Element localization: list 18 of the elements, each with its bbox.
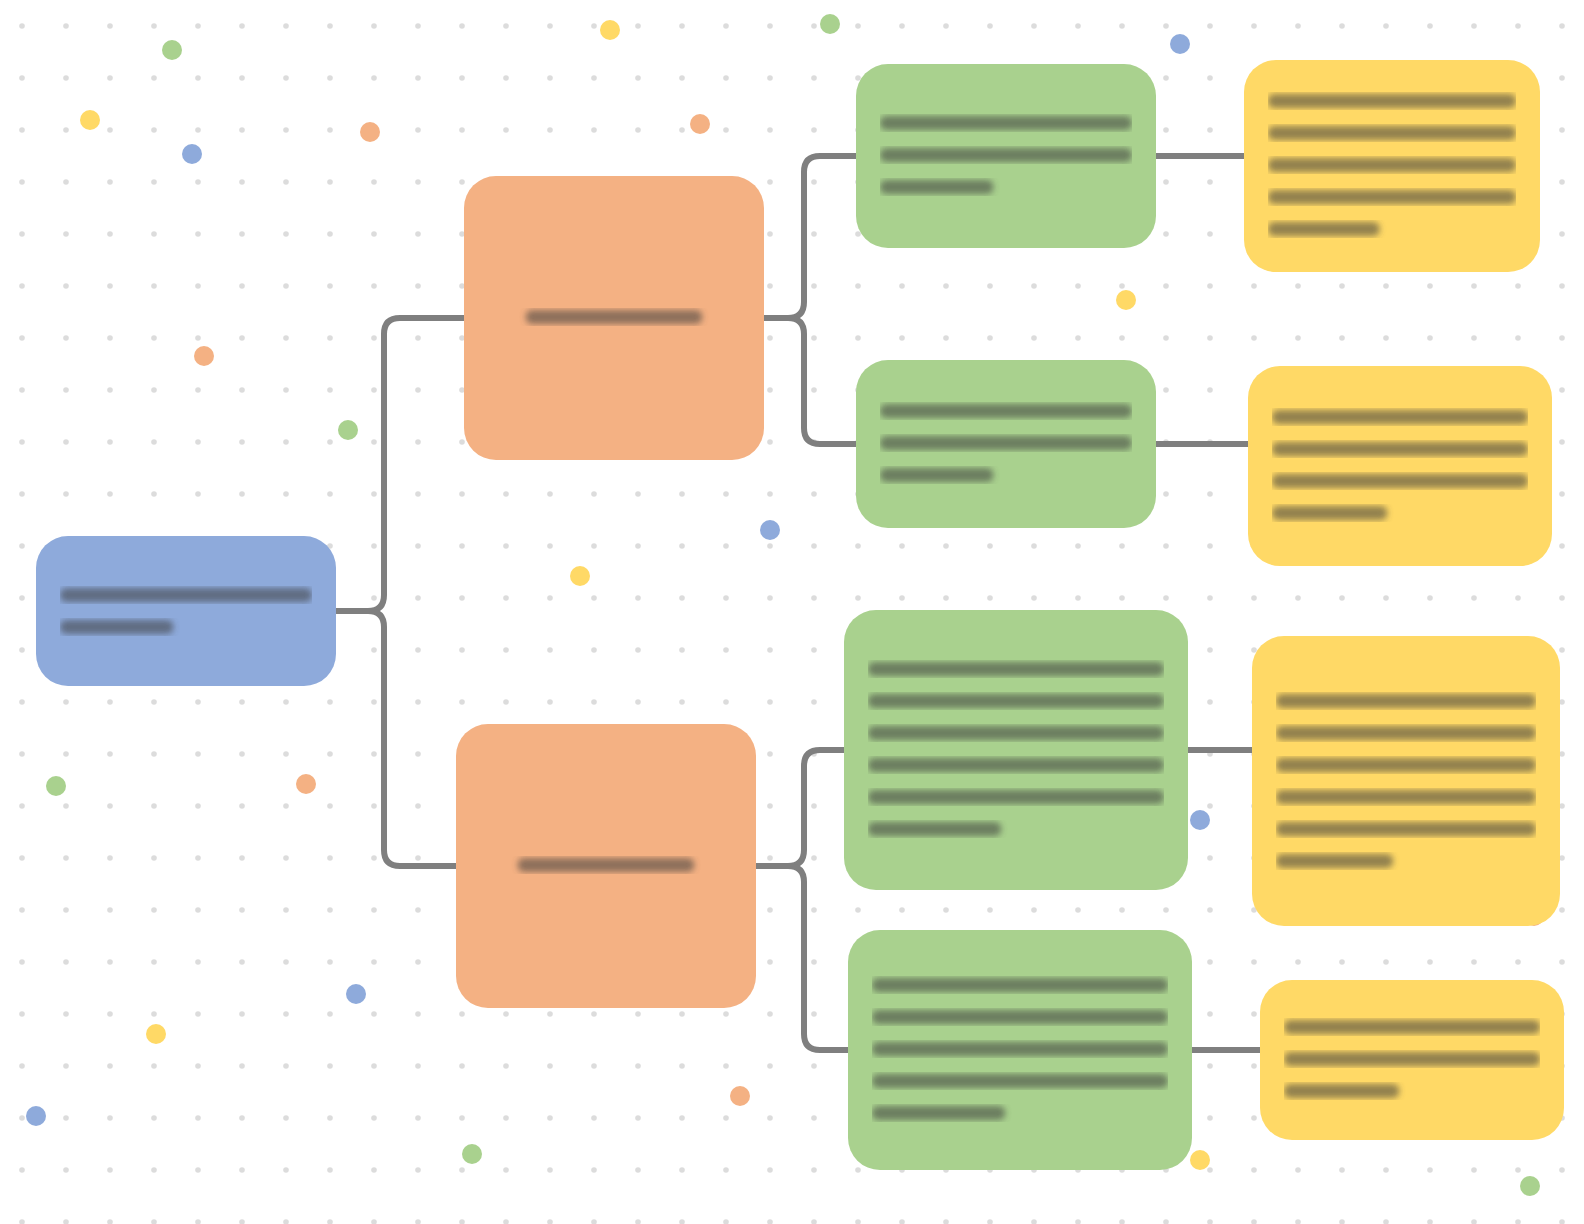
topic-box bbox=[464, 176, 764, 460]
topic-box bbox=[1244, 60, 1540, 272]
brace-connector bbox=[336, 608, 456, 869]
brace-connector bbox=[764, 315, 856, 447]
brace-connector bbox=[1156, 441, 1248, 447]
topic-box bbox=[856, 360, 1156, 528]
brace-connector bbox=[1156, 153, 1244, 159]
topic-box bbox=[1248, 366, 1552, 566]
topic-box bbox=[844, 610, 1188, 890]
topic-box bbox=[856, 64, 1156, 248]
topic-box bbox=[456, 724, 756, 1008]
brace-connector bbox=[1192, 1047, 1260, 1053]
topic-box bbox=[848, 930, 1192, 1170]
brace-connector bbox=[756, 863, 848, 1053]
brace-connector bbox=[1188, 747, 1252, 753]
topic-box bbox=[36, 536, 336, 686]
topic-box bbox=[1252, 636, 1560, 926]
topic-box bbox=[1260, 980, 1564, 1140]
